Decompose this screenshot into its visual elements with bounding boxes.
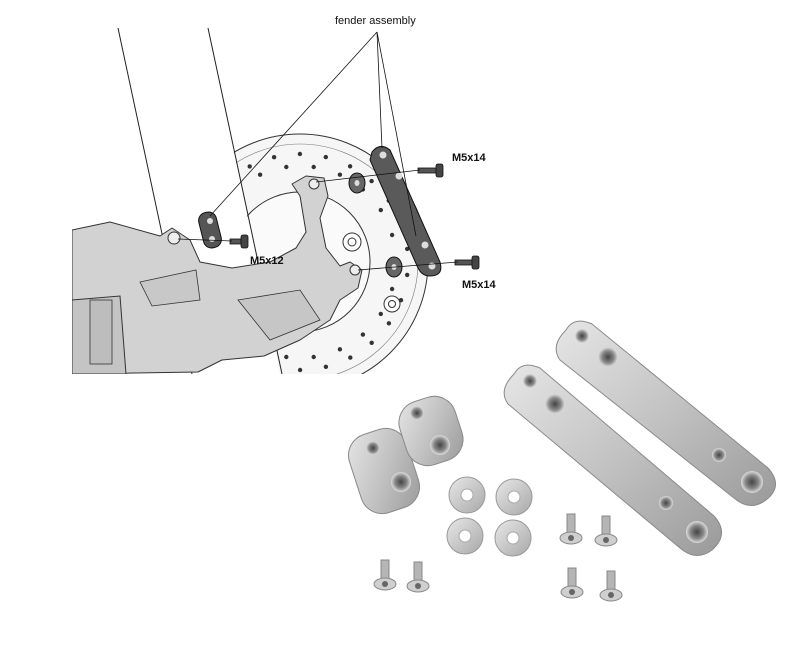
disc-hole: [378, 207, 383, 213]
disc-hole: [405, 246, 410, 252]
washers-photo: [446, 476, 533, 557]
disc-hole: [247, 164, 252, 169]
long-bracket-right: [555, 320, 776, 506]
fork-leg-and-caliper: [72, 175, 363, 374]
disc-hole: [311, 164, 316, 170]
parts-photo: [348, 320, 776, 602]
disc-hole: [360, 332, 366, 337]
m5x14-upper-label: M5x14: [452, 152, 486, 164]
m5x14-lower-label: M5x14: [462, 279, 496, 291]
disc-hole: [347, 164, 353, 169]
screw: [594, 515, 618, 547]
disc-hole: [271, 155, 277, 160]
screw: [599, 570, 623, 602]
disc-hole: [297, 367, 303, 373]
installation-drawing: [72, 27, 480, 374]
disc-hole: [348, 355, 353, 360]
assembly-lines: [177, 31, 459, 271]
fender-assembly-label: fender assembly: [335, 15, 416, 27]
disc-hole: [386, 321, 392, 326]
disc-hole: [284, 354, 289, 360]
screws-photo: [373, 513, 623, 602]
disc-hole: [337, 347, 343, 352]
disc-hole: [284, 164, 289, 170]
disc-hole: [369, 178, 374, 184]
screw: [559, 513, 583, 545]
long-bracket-left: [503, 364, 722, 556]
disc-hole: [323, 364, 329, 369]
disc-hole: [297, 151, 303, 157]
disc-hole: [389, 286, 395, 292]
disc-hole: [311, 354, 316, 360]
short-spacer-right: [398, 395, 464, 467]
disc-hole: [405, 272, 410, 278]
disc-hole: [389, 232, 395, 238]
screw: [406, 561, 430, 593]
disc-hole: [337, 172, 343, 177]
bolts-drawing: [229, 163, 480, 270]
screw: [373, 559, 397, 591]
short-spacer-left: [348, 427, 420, 515]
disc-hole: [378, 311, 383, 317]
m5x12-label: M5x12: [250, 255, 284, 267]
disc-hole: [369, 340, 374, 345]
screw: [560, 567, 584, 599]
disc-hole: [257, 172, 263, 177]
disc-hole: [323, 154, 328, 160]
